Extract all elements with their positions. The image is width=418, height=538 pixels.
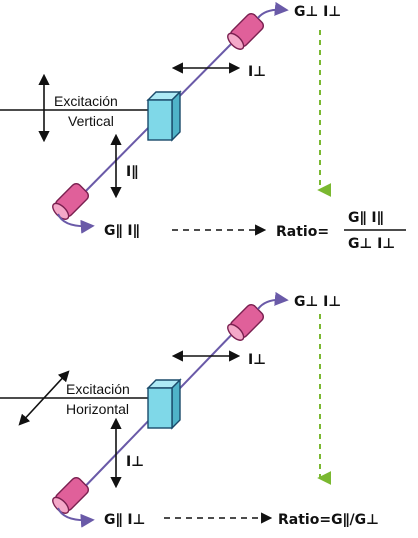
top-ratio-numerator: G∥ I∥ [348,210,384,226]
bottom-lower-detector [52,476,90,514]
bottom-horizontal-polarization-arrow [18,370,70,426]
top-panel: Excitación Vertical G⊥ I⊥ I⊥ I∥ G∥ I∥ Ra… [0,1,406,252]
bottom-i-perp-label: I⊥ [248,352,266,368]
bottom-excitation-label: Excitación [66,381,130,397]
bottom-upper-detector [227,303,265,341]
bottom-ratio-text: Ratio=G∥/G⊥ [278,512,379,528]
bottom-lower-detector-output [57,507,95,528]
bottom-sample-cuvette [146,378,182,430]
top-excitation-label: Excitación [54,93,118,109]
bottom-bottom-label: G∥ I⊥ [104,512,145,528]
top-orientation-label: Vertical [68,113,114,129]
top-upper-detector [227,12,265,50]
top-g-perp-label: G⊥ I⊥ [294,4,341,20]
top-lower-detector-output [57,213,95,234]
top-upper-detector-output [257,1,289,19]
top-i-par-label: I∥ [126,164,138,180]
top-sample-cuvette [146,90,182,142]
top-i-perp-label: I⊥ [248,64,266,80]
top-lower-detector [52,182,90,220]
top-ratio-denominator: G⊥ I⊥ [348,236,395,252]
top-ratio-prefix: Ratio= [276,224,329,240]
bottom-i-side-label: I⊥ [126,454,144,470]
bottom-orientation-label: Horizontal [66,401,129,417]
top-bottom-label: G∥ I∥ [104,223,140,239]
bottom-g-perp-label: G⊥ I⊥ [294,294,341,310]
bottom-panel: Excitación Horizontal G⊥ I⊥ I⊥ I⊥ G∥ I⊥ … [0,291,379,528]
bottom-upper-detector-output [257,291,289,310]
